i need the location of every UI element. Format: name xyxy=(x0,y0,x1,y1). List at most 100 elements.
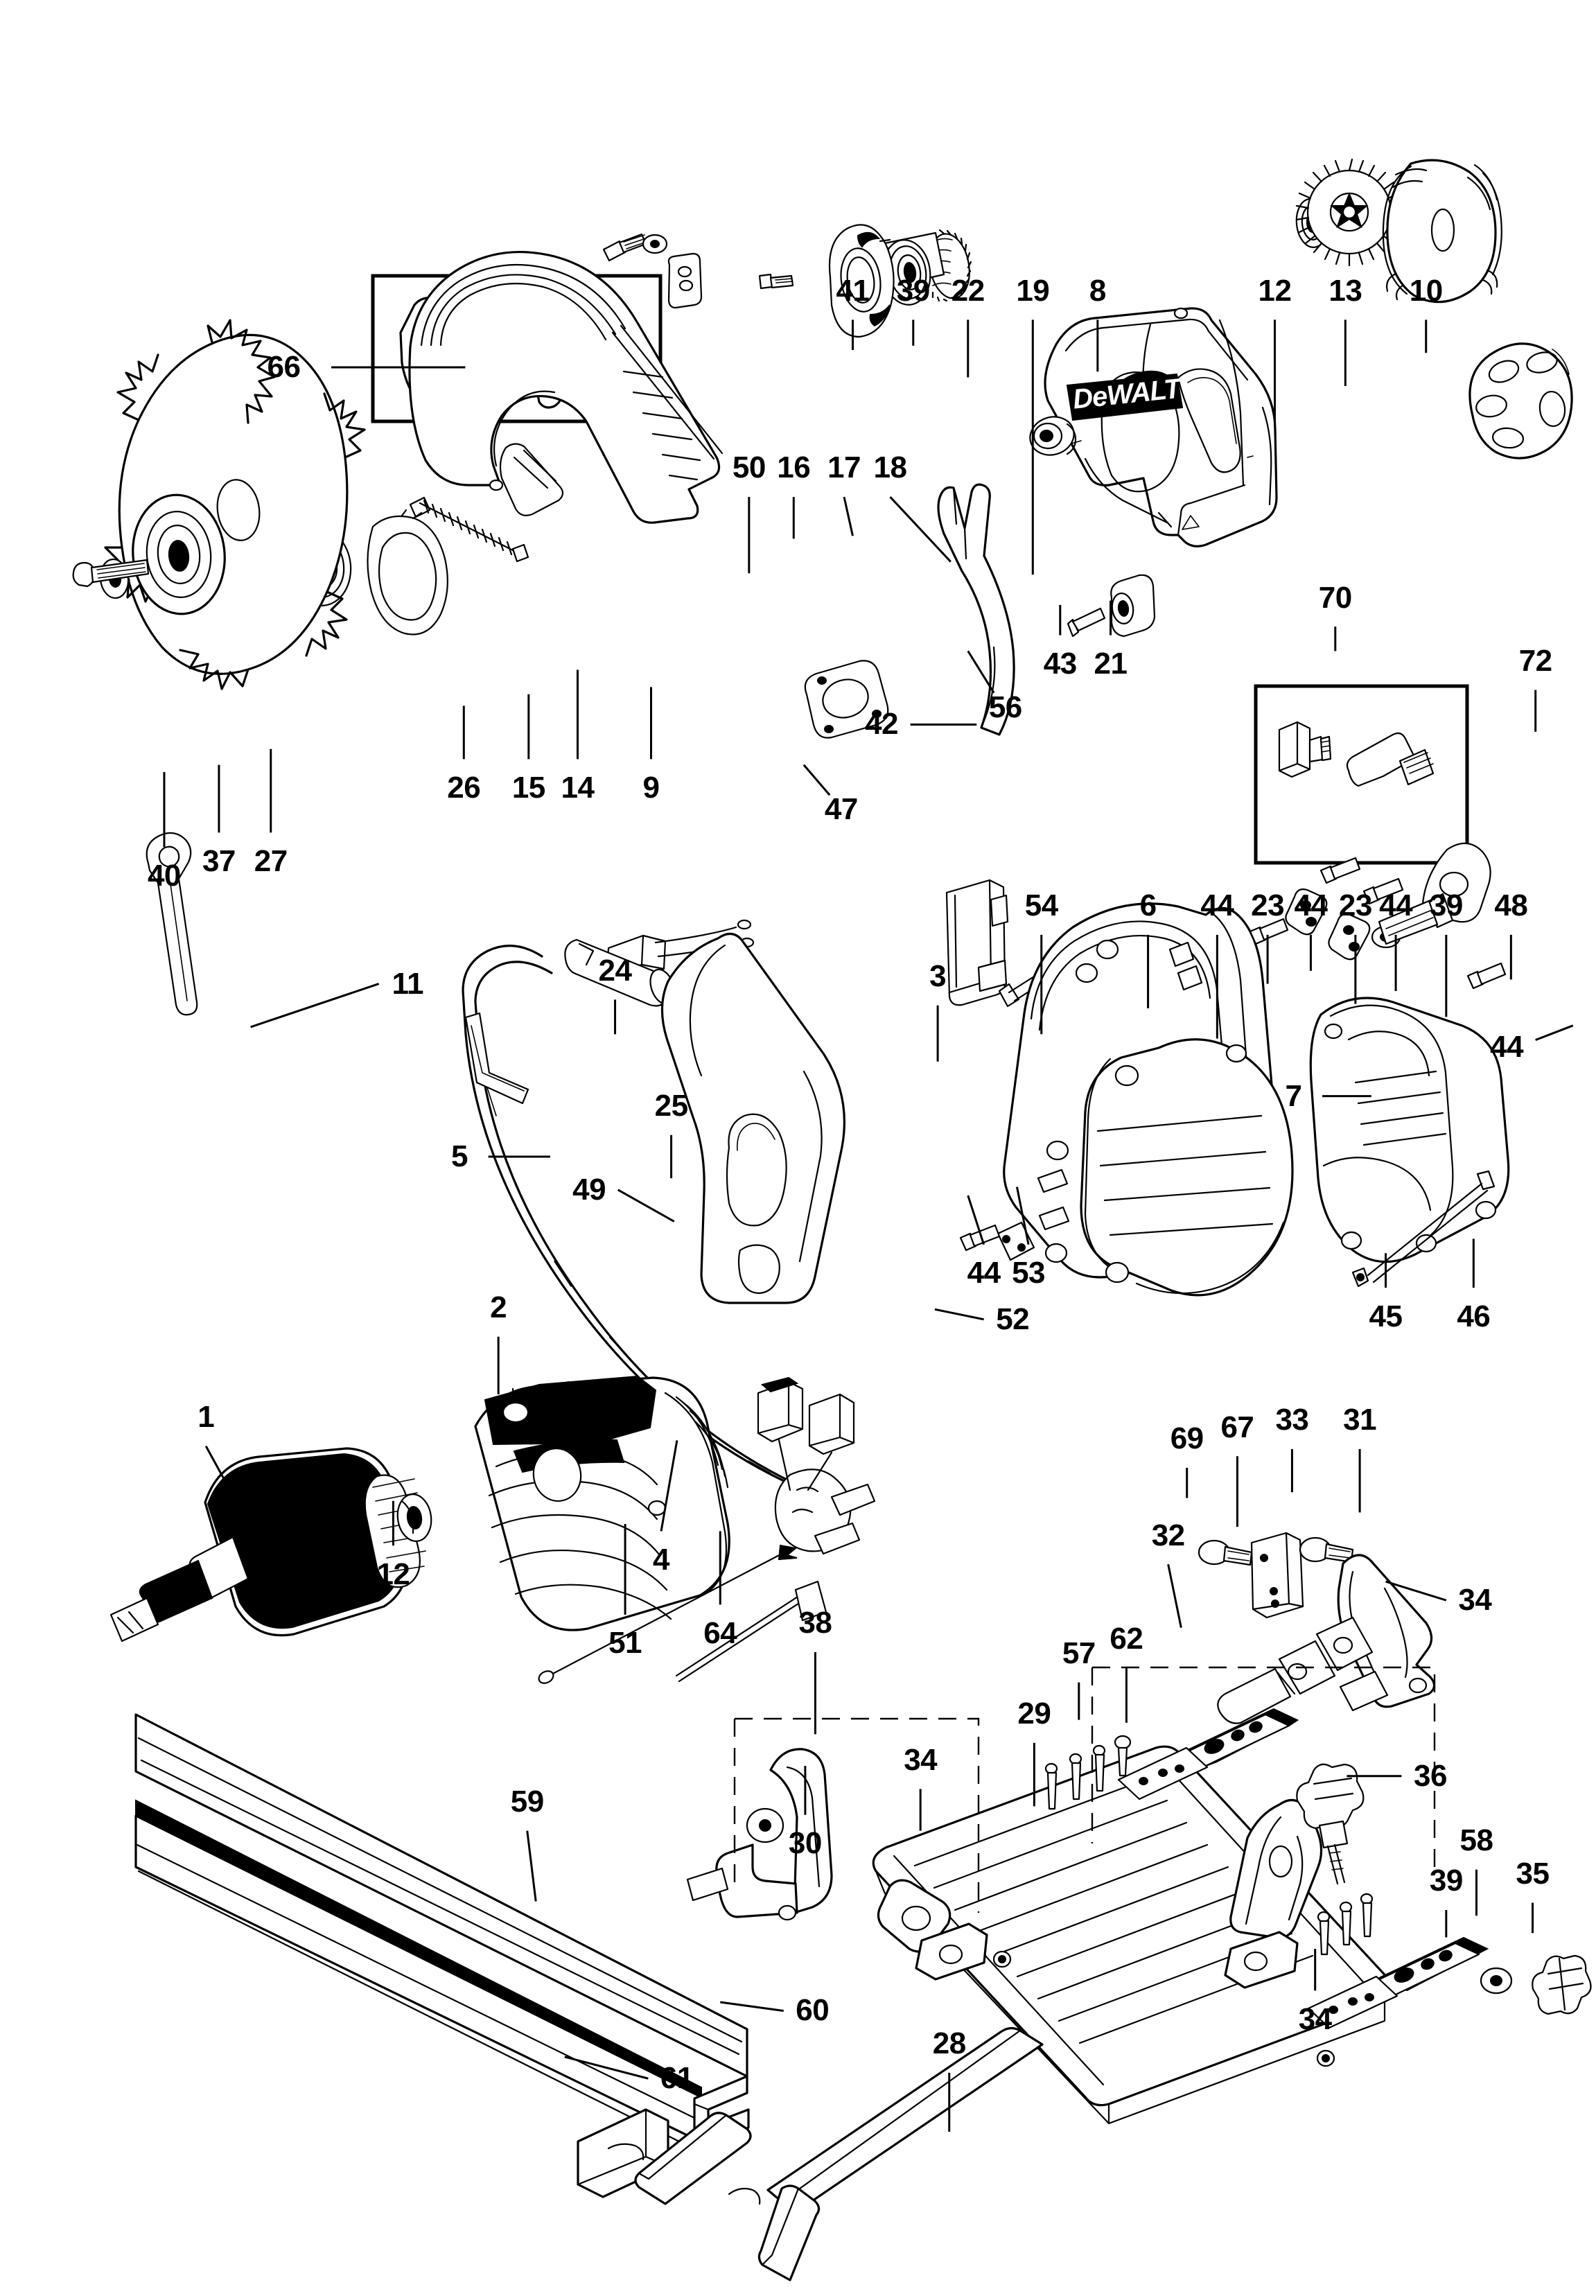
part-12-washer-left xyxy=(396,1493,432,1542)
part-35-knob xyxy=(1532,1954,1592,2015)
callout-53: 53 xyxy=(1012,1256,1046,1290)
callout-44: 44 xyxy=(967,1256,1001,1290)
callout-45: 45 xyxy=(1369,1299,1403,1333)
part-13-fan xyxy=(1295,158,1403,267)
part-19-bearing xyxy=(1029,416,1077,456)
screw-b xyxy=(1069,1753,1082,1800)
callout-70: 70 xyxy=(1318,580,1352,615)
callout-44: 44 xyxy=(1379,888,1413,923)
part-7-cover xyxy=(1309,997,1510,1263)
part-48-lock-lever xyxy=(1378,842,1491,945)
part-38-washer xyxy=(746,1807,784,1843)
callout-34: 34 xyxy=(1298,2001,1332,2036)
leader-line-53 xyxy=(1015,1186,1030,1245)
callout-26: 26 xyxy=(447,770,481,805)
callout-49: 49 xyxy=(572,1172,606,1207)
callout-7: 7 xyxy=(1285,1078,1302,1113)
callout-25: 25 xyxy=(654,1089,688,1123)
part-59-guide-rail xyxy=(134,1713,750,2198)
callout-66: 66 xyxy=(267,349,301,384)
part-11-wrench xyxy=(146,832,198,1016)
callout-56: 56 xyxy=(988,690,1022,724)
callout-38: 38 xyxy=(798,1606,832,1640)
part-50-screw xyxy=(758,273,794,290)
callout-34: 34 xyxy=(904,1742,938,1777)
callout-44: 44 xyxy=(1200,888,1234,923)
callout-23: 23 xyxy=(1251,888,1285,923)
leader-line-11 xyxy=(250,983,380,1028)
callout-41: 41 xyxy=(836,273,870,308)
part-1-armature xyxy=(109,1447,426,1642)
callout-44: 44 xyxy=(1294,888,1328,923)
leader-line-32 xyxy=(1167,1563,1182,1628)
callout-46: 46 xyxy=(1457,1299,1491,1333)
part-21-bushing xyxy=(1110,574,1156,638)
part-22-brush-cap-plate xyxy=(667,252,703,309)
callout-3: 3 xyxy=(929,959,947,994)
callout-64: 64 xyxy=(703,1615,737,1650)
part-44-screw-c xyxy=(959,1224,1001,1252)
leader-line-4 xyxy=(660,1440,678,1532)
fence-screws-lower xyxy=(1317,1893,1374,1956)
part-45-nut xyxy=(1351,1267,1369,1288)
inset-box-70 xyxy=(1254,684,1469,865)
callout-14: 14 xyxy=(561,770,595,805)
part-39-washer xyxy=(642,234,668,254)
callout-21: 21 xyxy=(1094,647,1128,681)
callout-57: 57 xyxy=(1062,1636,1096,1671)
callout-44: 44 xyxy=(1490,1030,1524,1064)
callout-18: 18 xyxy=(873,450,907,485)
part-49-hex-key xyxy=(464,1012,529,1105)
callout-30: 30 xyxy=(788,1826,822,1861)
part-10-end-cap xyxy=(1382,159,1502,304)
callout-10: 10 xyxy=(1409,273,1443,308)
leader-line-61 xyxy=(564,2056,649,2080)
part-64-scale-plate xyxy=(675,1580,827,1683)
callout-8: 8 xyxy=(1089,273,1106,308)
leader-line-44 xyxy=(967,1195,985,1245)
part-2-field xyxy=(474,1375,730,1631)
callout-39: 39 xyxy=(896,273,930,308)
part-28-rip-fence-rod xyxy=(634,2026,1044,2281)
callout-17: 17 xyxy=(827,450,861,485)
callout-54: 54 xyxy=(1024,888,1058,923)
callout-33: 33 xyxy=(1275,1403,1309,1437)
callout-50: 50 xyxy=(732,450,766,485)
leader-line-34 xyxy=(1385,1580,1447,1602)
callout-4: 4 xyxy=(653,1542,670,1577)
part-39-washer-bottom xyxy=(1480,1967,1513,1995)
part-14-spring xyxy=(409,496,529,563)
part-47-gasket xyxy=(804,660,889,739)
part-31-bracket xyxy=(1337,1554,1436,1708)
leader-line-60 xyxy=(720,2001,784,2012)
callout-37: 37 xyxy=(202,843,236,878)
part-27-saw-blade xyxy=(101,319,366,690)
callout-60: 60 xyxy=(796,1993,830,2028)
part-51-rod xyxy=(538,1544,798,1684)
screw-c xyxy=(1092,1744,1106,1792)
callout-42: 42 xyxy=(865,707,899,742)
callout-5: 5 xyxy=(451,1139,468,1173)
callout-58: 58 xyxy=(1459,1823,1493,1858)
part-67-plate xyxy=(1250,1532,1304,1619)
part-6-gear-case xyxy=(1003,902,1294,1297)
callout-6: 6 xyxy=(1139,888,1157,923)
part-34-washer-mid xyxy=(992,1950,1012,1968)
callout-47: 47 xyxy=(824,792,858,827)
brand-logo-plate xyxy=(1066,373,1184,421)
part-34-washer-bottom xyxy=(1316,2049,1335,2067)
callout-29: 29 xyxy=(1017,1697,1051,1731)
callout-9: 9 xyxy=(642,770,660,805)
callout-35: 35 xyxy=(1516,1857,1550,1891)
leader-line-44 xyxy=(1535,1024,1574,1042)
callout-48: 48 xyxy=(1494,888,1528,923)
group-box-bevel xyxy=(735,1717,980,1913)
callout-16: 16 xyxy=(777,450,811,485)
part-42-riving-knife xyxy=(937,483,1015,736)
callout-72: 72 xyxy=(1518,643,1552,678)
leader-line-47 xyxy=(803,764,831,796)
callout-12: 12 xyxy=(1258,273,1292,308)
callout-51: 51 xyxy=(608,1626,642,1660)
part-57-62-screws xyxy=(1044,1735,1132,1810)
